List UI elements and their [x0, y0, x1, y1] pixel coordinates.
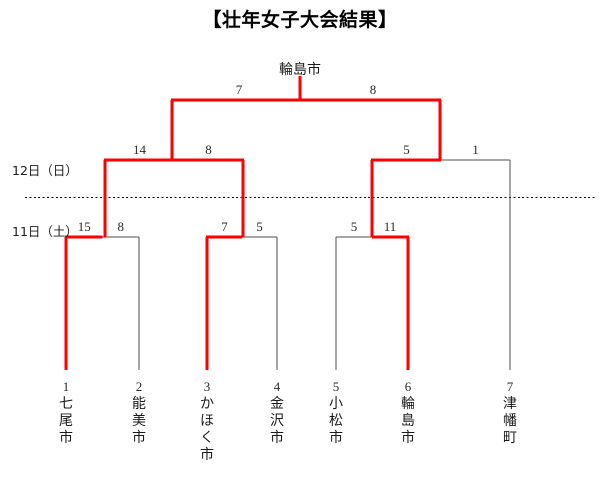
final-f-m1-score-left: 7 — [235, 82, 243, 97]
team-name-5: 小 松 市 — [329, 396, 343, 446]
round-1-r1-m2-score-right: 5 — [256, 219, 263, 234]
team-seed-5: 5 — [332, 379, 340, 394]
team-name-3: か ほ く 市 — [200, 396, 214, 463]
team-seed-6: 6 — [404, 379, 412, 394]
round-1-r1-m1-score-right: 8 — [117, 219, 125, 234]
semifinal-sf-m2-score-right: 1 — [472, 142, 479, 157]
team-name-2: 能 美 市 — [132, 396, 146, 446]
round-1-r1-m3-score-right: 11 — [383, 219, 397, 234]
team-seed-7: 7 — [506, 379, 514, 394]
team-seed-4: 4 — [273, 379, 281, 394]
team-seed-2: 2 — [135, 379, 143, 394]
team-seed-1: 1 — [62, 379, 70, 394]
semifinal-sf-m2-score-left: 5 — [403, 142, 410, 157]
round-1-r1-m1-score-left: 15 — [77, 219, 91, 234]
team-name-1: 七 尾 市 — [59, 396, 73, 446]
semifinal-sf-m1-score-right: 8 — [205, 142, 212, 157]
team-name-4: 金 沢 市 — [270, 396, 284, 446]
round-1-r1-m3-score-left: 5 — [350, 219, 358, 234]
team-name-7: 津 幡 町 — [503, 396, 517, 446]
team-seed-3: 3 — [203, 379, 211, 394]
day-label-1: 11日（土） — [12, 224, 78, 239]
page-title: 【壮年女子大会結果】 — [202, 9, 398, 31]
champion-label: 輪島市 — [279, 62, 321, 78]
day-label-0: 12日（日） — [12, 163, 78, 178]
team-name-6: 輪 島 市 — [401, 396, 415, 446]
final-f-m1-score-right: 8 — [369, 82, 377, 97]
round-1-r1-m2-score-left: 7 — [221, 219, 228, 234]
semifinal-sf-m1-score-left: 14 — [133, 142, 146, 157]
